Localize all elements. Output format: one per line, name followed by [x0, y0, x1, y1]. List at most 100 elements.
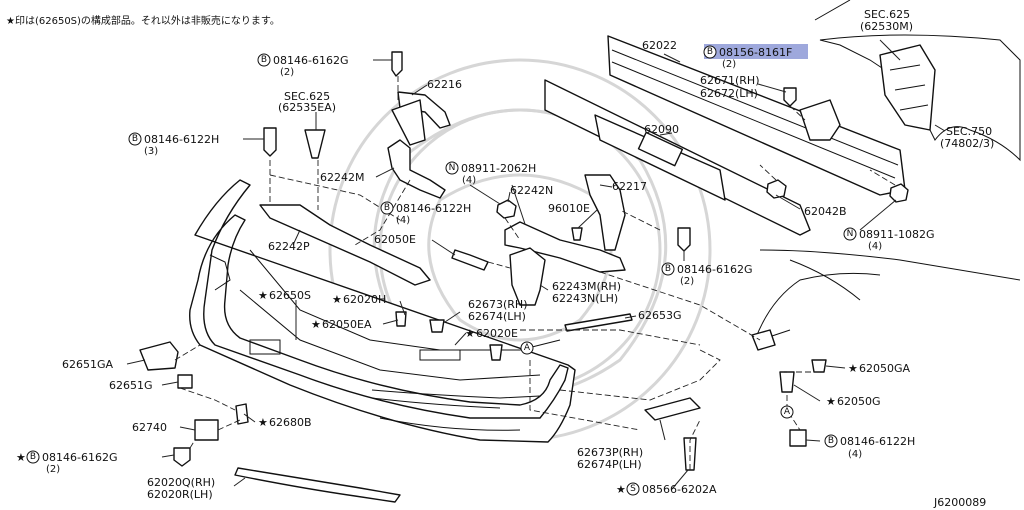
svg-text:62050GA: 62050GA	[859, 362, 911, 375]
svg-text:(2): (2)	[722, 59, 736, 70]
callout-62650S: ★ 62650S	[258, 289, 311, 302]
label-62674P: 62674P(LH)	[577, 458, 642, 471]
label-sec750: SEC.750	[946, 125, 992, 138]
svg-text:(4): (4)	[848, 449, 862, 460]
svg-text:08566-6202A: 08566-6202A	[642, 483, 717, 496]
svg-text:08146-6162G: 08146-6162G	[677, 263, 752, 276]
callout-62050EA: ★ 62050EA	[311, 318, 372, 331]
svg-text:(4): (4)	[396, 215, 410, 226]
svg-text:62680B: 62680B	[269, 416, 312, 429]
callout-08566-6202A: ★ S 08566-6202A	[616, 482, 717, 496]
label-sec625-b: SEC.625	[864, 8, 910, 21]
label-62673RH: 62673(RH)	[468, 298, 528, 311]
svg-text:08156-8161F: 08156-8161F	[719, 46, 792, 59]
svg-text:★: ★	[848, 362, 858, 375]
label-62090: 62090	[644, 123, 679, 136]
svg-text:08146-6122H: 08146-6122H	[840, 435, 915, 448]
svg-text:B: B	[828, 436, 834, 446]
svg-text:62050EA: 62050EA	[322, 318, 372, 331]
callout-08146-6122H-4: B 08146-6122H (4)	[380, 201, 471, 226]
label-62020Q: 62020Q(RH)	[147, 476, 215, 489]
svg-text:08911-1082G: 08911-1082G	[859, 228, 934, 241]
label-62243N: 62243N(LH)	[552, 292, 618, 305]
label-74802-3: (74802/3)	[940, 137, 994, 150]
assembly-lines	[174, 76, 896, 470]
callout-08146-6162G-mid: B 08146-6162G (2)	[661, 262, 752, 287]
callout-08911-2062H: N 08911-2062H (4)	[445, 161, 536, 186]
svg-text:62020H: 62020H	[343, 293, 386, 306]
callout-08146-6162G-top: B 08146-6162G (2)	[257, 53, 348, 78]
svg-text:A: A	[784, 407, 791, 417]
svg-text:62650S: 62650S	[269, 289, 311, 302]
highlight-box	[704, 44, 808, 59]
header-note: ★印は(62650S)の構成部品。それ以外は非販売になります。	[6, 14, 280, 27]
callout-62020E: ★ 62020E	[465, 327, 518, 340]
svg-text:N: N	[449, 163, 456, 173]
label-62242N: 62242N	[510, 184, 553, 197]
ref-marker-a-top: A	[520, 341, 534, 355]
label-96010E: 96010E	[548, 202, 590, 215]
svg-text:(2): (2)	[46, 464, 60, 475]
svg-text:N: N	[847, 229, 854, 239]
label-62651GA: 62651GA	[62, 358, 114, 371]
callout-08911-1082G: N 08911-1082G (4)	[843, 227, 934, 252]
svg-text:B: B	[261, 55, 267, 65]
svg-text:★: ★	[258, 416, 268, 429]
label-62217: 62217	[612, 180, 647, 193]
label-62243M: 62243M(RH)	[552, 280, 621, 293]
callout-08146-6122H-right: B 08146-6122H (4)	[824, 434, 915, 460]
label-62674LH: 62674(LH)	[468, 310, 526, 323]
label-62042B: 62042B	[804, 205, 847, 218]
svg-text:★: ★	[616, 483, 626, 496]
leader-lines	[126, 39, 946, 490]
label-62242M: 62242M	[320, 171, 364, 184]
callout-08146-6122H-3: B 08146-6122H (3)	[128, 132, 219, 157]
label-62673P: 62673P(RH)	[577, 446, 643, 459]
label-62672LH: 62672(LH)	[700, 87, 758, 100]
callout-62050G: ★ 62050G	[826, 395, 881, 408]
svg-text:08911-2062H: 08911-2062H	[461, 162, 536, 175]
callout-08156-8161F-highlighted[interactable]: B 08156-8161F (2)	[703, 44, 808, 70]
label-sec625-a: SEC.625	[284, 90, 330, 103]
svg-text:S: S	[630, 484, 636, 494]
parts-small	[139, 51, 909, 503]
label-62740: 62740	[132, 421, 167, 434]
callout-08146-6162G-bottom: ★ B 08146-6162G (2)	[16, 450, 117, 475]
svg-text:★: ★	[332, 293, 342, 306]
label-62651G: 62651G	[109, 379, 153, 392]
label-62671RH: 62671(RH)	[700, 74, 760, 87]
label-62050E: 62050E	[374, 233, 416, 246]
svg-text:B: B	[30, 452, 36, 462]
label-62216: 62216	[427, 78, 462, 91]
label-62242P: 62242P	[268, 240, 310, 253]
ref-marker-a-right: A	[780, 405, 794, 419]
svg-text:A: A	[524, 343, 531, 353]
svg-text:(4): (4)	[868, 241, 882, 252]
svg-text:08146-6162G: 08146-6162G	[42, 451, 117, 464]
svg-text:62020E: 62020E	[476, 327, 518, 340]
svg-text:(4): (4)	[462, 175, 476, 186]
callout-62050GA: ★ 62050GA	[848, 362, 911, 375]
label-62530M: (62530M)	[860, 20, 913, 33]
energy-absorber	[544, 79, 811, 236]
bumper-fascia	[189, 179, 576, 443]
svg-text:08146-6122H: 08146-6122H	[396, 202, 471, 215]
svg-text:★: ★	[826, 395, 836, 408]
svg-text:(3): (3)	[144, 146, 158, 157]
svg-text:B: B	[707, 47, 713, 57]
svg-text:(2): (2)	[280, 67, 294, 78]
svg-text:★: ★	[258, 289, 268, 302]
svg-text:B: B	[384, 203, 390, 213]
callout-62680B: ★ 62680B	[258, 416, 312, 429]
svg-text:B: B	[665, 264, 671, 274]
label-62653G: 62653G	[638, 309, 682, 322]
label-62535EA: (62535EA)	[278, 101, 336, 114]
label-62020R: 62020R(LH)	[147, 488, 213, 501]
svg-text:08146-6122H: 08146-6122H	[144, 133, 219, 146]
diagram-id: J6200089	[933, 496, 986, 509]
callout-labels: B 08146-6162G (2) 62216 SEC.625 (62535EA…	[16, 8, 994, 509]
label-62022: 62022	[642, 39, 677, 52]
svg-text:B: B	[132, 134, 138, 144]
svg-text:★: ★	[16, 451, 26, 464]
